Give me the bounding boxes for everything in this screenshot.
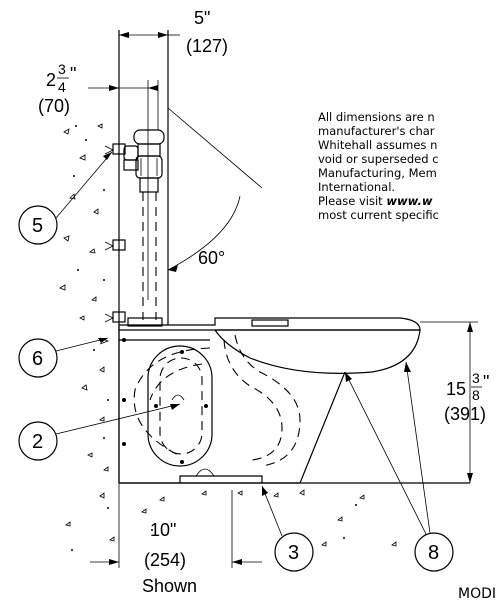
callout-5-number: 5 (32, 215, 43, 237)
concrete-hatch (59, 123, 397, 551)
dim-127mm-label: (127) (186, 36, 228, 56)
note-line-5: Manufacturing, Mem (318, 166, 437, 180)
flush-valve (123, 129, 165, 327)
dim-shown-label: Shown (142, 576, 197, 596)
callout-6: 6 (18, 337, 109, 378)
callout-6-number: 6 (32, 348, 43, 370)
website-link[interactable]: www.w (386, 194, 433, 208)
note-line-4: void or superseded c (318, 152, 439, 166)
wall-bolts (99, 143, 126, 345)
dim-15-3-8-whole: 15 (446, 379, 466, 399)
callout-8: 8 (344, 361, 454, 572)
dim-70mm-label: (70) (38, 96, 70, 116)
note-line-7: Please visit www.w (318, 194, 433, 208)
dimension-rough-in: 10" (254) Shown (90, 483, 262, 596)
dim-2-3-4-unit: " (70, 64, 76, 84)
dimension-top-width: 5" (127) (118, 8, 228, 56)
callout-3-number: 3 (288, 542, 299, 564)
footer-fragment: MODI (458, 586, 496, 600)
callout-2-number: 2 (32, 431, 43, 453)
dimension-left-offset: 2 3 4 " (70) (38, 61, 159, 300)
dim-5in-label: 5" (194, 8, 210, 28)
note-line-3: Whitehall assumes n (318, 138, 437, 152)
dim-254mm-label: (254) (144, 550, 186, 570)
dim-15-3-8-num: 3 (472, 370, 480, 386)
dimension-height: 15 3 8 " (391) (420, 321, 489, 483)
dim-15-3-8-unit: " (483, 372, 489, 392)
angle-indicator: 60° (167, 107, 263, 272)
dim-391mm-label: (391) (444, 404, 486, 424)
callout-5: 5 (18, 151, 113, 245)
dim-10in-label: 10" (150, 520, 176, 540)
dim-2-3-4-den: 4 (58, 79, 66, 95)
toilet-bowl (118, 317, 421, 484)
dim-2-3-4-num: 3 (58, 61, 66, 77)
dim-15-3-8-den: 8 (472, 387, 480, 403)
callout-3: 3 (261, 485, 314, 572)
angle-label: 60° (198, 248, 225, 268)
note-line-6: International. (318, 180, 395, 194)
note-line-2: manufacturer's char (318, 124, 435, 138)
note-line-1: All dimensions are n (318, 110, 435, 124)
dim-2-3-4-whole: 2 (46, 70, 56, 90)
note-line-8: most current specific (318, 208, 439, 222)
notes-block: All dimensions are n manufacturer's char… (318, 110, 439, 222)
callout-2: 2 (18, 403, 181, 461)
note-line-7-prefix: Please visit (318, 194, 386, 208)
callout-8-number: 8 (428, 542, 439, 564)
